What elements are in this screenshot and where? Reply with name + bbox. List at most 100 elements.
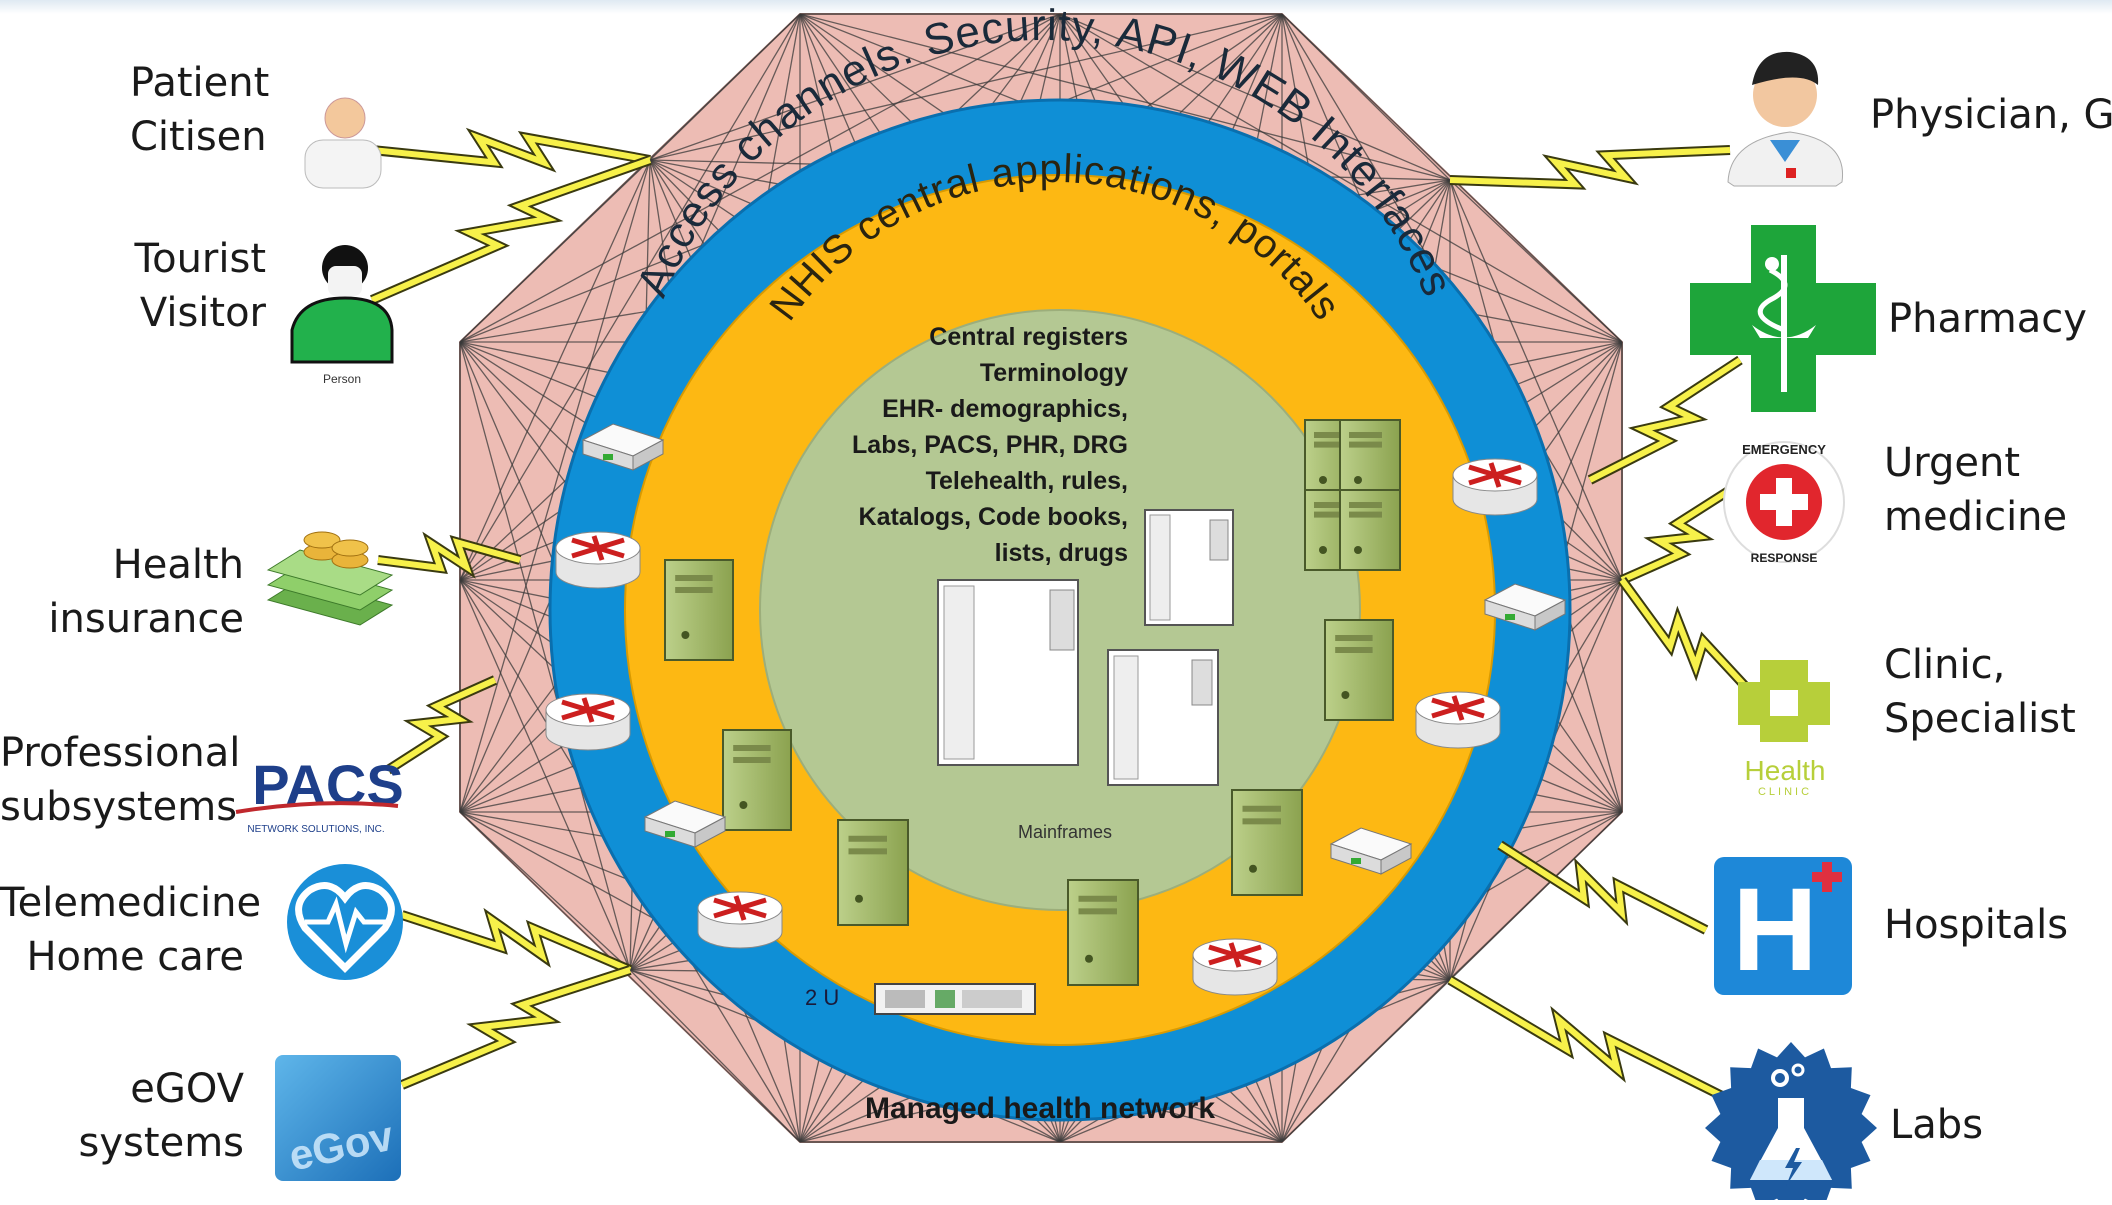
egov-icon: eGov (275, 1055, 401, 1181)
center-line: Labs, PACS, PHR, DRG (852, 431, 1128, 459)
money-icon (266, 531, 394, 626)
label-line: insurance (48, 596, 244, 642)
emergency-icon: EMERGENCY RESPONSE (1723, 441, 1845, 565)
svg-text:CLINIC: CLINIC (1758, 786, 1812, 798)
center-line: lists, drugs (995, 539, 1128, 567)
hospital-icon: H (1714, 857, 1852, 996)
label-line: Visitor (139, 290, 266, 336)
heart-monitor-icon (287, 864, 403, 980)
center-line: Terminology (980, 359, 1128, 387)
router-icon (697, 891, 783, 949)
label-line: Urgent (1884, 440, 2021, 486)
label-line: Health (112, 542, 244, 588)
label-line: Tourist (134, 236, 266, 282)
mesh-line (459, 811, 801, 1143)
label-line: Home care (26, 934, 244, 980)
green-person-icon (290, 245, 394, 364)
lightning-bolt (377, 536, 521, 574)
mesh-line (1449, 179, 1623, 343)
label-line: Professional (0, 730, 241, 776)
center-register-list: Central registers Terminology EHR- demog… (852, 323, 1128, 567)
server-icon (664, 559, 734, 661)
lightning-bolt (370, 157, 651, 303)
mesh-line (459, 13, 801, 581)
server-icon (1339, 419, 1401, 501)
mesh-line (459, 811, 631, 971)
lightning-bolt (400, 967, 631, 1088)
mesh-line (1449, 179, 1623, 581)
label-telemedicine: Telemedicine Home care (0, 876, 262, 984)
switch-icon (643, 800, 727, 848)
network-title: Managed health network (865, 1092, 1215, 1125)
mesh-line (649, 13, 1061, 161)
lightning-bolt (386, 677, 497, 773)
server-icon (1324, 619, 1394, 721)
label-labs: Labs (1890, 1098, 1983, 1152)
label-line: eGOV (130, 1066, 244, 1112)
mesh-line (1281, 979, 1451, 1143)
center-line: Katalogs, Code books, (859, 503, 1128, 531)
mainframe-icon (937, 509, 1234, 786)
pharmacy-cross-icon (1690, 225, 1876, 412)
server-icon (722, 729, 792, 831)
label-urgent: Urgent medicine (1884, 436, 2067, 544)
label-patient: Patient Citisen (130, 56, 270, 164)
label-line: Clinic, (1884, 642, 2006, 688)
label-hospitals: Hospitals (1884, 898, 2068, 952)
label-egov: eGOV systems (60, 1062, 244, 1170)
health-clinic-icon: Health CLINIC (1738, 660, 1830, 798)
mesh-line (459, 159, 651, 581)
connection-bolts (370, 127, 1762, 1105)
label-line: Pharmacy (1888, 296, 2087, 342)
lightning-bolt (1588, 357, 1742, 483)
svg-text:RESPONSE: RESPONSE (1751, 551, 1818, 565)
switch-icon (1483, 583, 1567, 631)
center-line: Central registers (929, 323, 1128, 351)
label-clinic: Clinic, Specialist (1884, 638, 2076, 746)
svg-text:EMERGENCY: EMERGENCY (1742, 442, 1826, 457)
server-icon (1231, 789, 1303, 896)
label-line: systems (78, 1120, 244, 1166)
lightning-bolt (401, 912, 632, 973)
top-bar (0, 0, 2112, 14)
pacs-logo: PACS NETWORK SOLUTIONS, INC. (235, 753, 404, 835)
lightning-bolt (1620, 487, 1732, 583)
lightning-bolt (371, 131, 651, 169)
label-line: Labs (1890, 1102, 1984, 1148)
mesh-line (459, 579, 631, 971)
center-line: Telehealth, rules, (926, 467, 1128, 495)
mesh-line (459, 159, 651, 813)
label-physician: Physician, GP (1870, 88, 2112, 142)
label-tourist: Tourist Visitor (110, 232, 266, 340)
mesh-line (649, 13, 1283, 161)
router-icon (1415, 691, 1501, 749)
mesh-line (459, 13, 1061, 343)
label-line: Telemedicine (0, 880, 262, 926)
label-line: Hospitals (1884, 902, 2069, 948)
label-line: Citisen (130, 114, 267, 160)
mesh-line (1059, 13, 1451, 181)
mesh-line (629, 969, 801, 1143)
label-line: subsystems (0, 784, 238, 830)
server-icon (837, 819, 909, 926)
label-line: Patient (130, 60, 270, 106)
rack-2u-icon (874, 983, 1036, 1015)
doctor-icon (1727, 51, 1844, 187)
mesh-line (459, 13, 801, 343)
lightning-bolt (1498, 842, 1708, 933)
lab-flask-icon (1705, 1042, 1877, 1205)
router-group (545, 423, 1567, 996)
router-icon (1452, 458, 1538, 516)
label-line: Specialist (1884, 696, 2076, 742)
svg-text:H: H (1732, 864, 1817, 996)
server-icon (1339, 489, 1401, 571)
lightning-bolt (1448, 977, 1732, 1103)
lightning-bolt (1619, 578, 1761, 703)
switch-icon (1329, 827, 1413, 875)
mainframes-label: Mainframes (1018, 822, 1112, 842)
mesh-line (459, 341, 631, 971)
label-line: medicine (1884, 494, 2068, 540)
server-icon (1067, 879, 1139, 986)
